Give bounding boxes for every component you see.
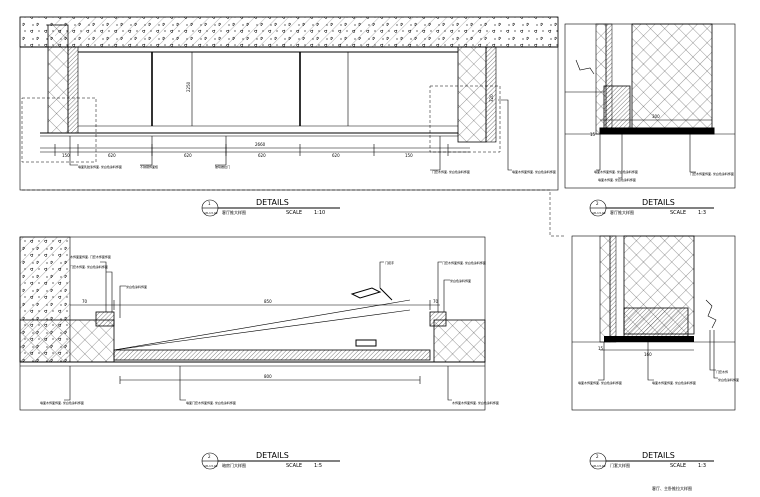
detail-view-1: 150 620 620 620 620 150 2660 2250 320 墙面… <box>19 16 565 237</box>
title1-scale-label: SCALE <box>286 210 302 216</box>
view2-note-0: 墙面木饰面饰面, 米白色涂料饰面 <box>594 169 638 174</box>
view1-ceiling-hatch <box>55 17 490 47</box>
title4-scale-label: SCALE <box>670 463 686 469</box>
view1-left-jamb <box>47 24 69 134</box>
title1-sheet: A8-13.02 <box>204 211 218 215</box>
view2-dim-width: 300 <box>652 114 660 119</box>
detail-view-3: 70 850 70 800 木饰面面饰面, 门套木饰面饰面 门套木饰面, 米白色… <box>19 236 499 411</box>
view1-note-1: 不锈钢饰面框 <box>140 164 158 169</box>
footer-note: 客厅、主卧推拉大样图 <box>652 485 692 491</box>
view1-note-3: 门套木饰面, 米白色涂料饰面 <box>432 169 470 174</box>
title3-scale: 1:5 <box>314 463 322 469</box>
view2-dim-side: 15 <box>590 132 596 137</box>
title2-name: 客厅推大样图 <box>610 209 634 215</box>
view3-note-8: 木饰面木饰面饰面, 米白色涂料饰面 <box>452 400 499 405</box>
view3-note-2: 米白色涂料饰面 <box>126 284 147 289</box>
view1-note-0: 墙面乳胶漆饰面, 米白色涂料饰面 <box>78 164 122 169</box>
title-block-4: 2 A8-13.02 DETAILS 门套大样图 SCALE 1:3 <box>589 451 714 470</box>
title2-sheet: A8-13.02 <box>592 211 606 215</box>
title2-heading: DETAILS <box>642 198 675 207</box>
view3-note-6: 墙面木饰面饰面, 米白色涂料饰面 <box>40 400 84 405</box>
view3-note-4: 门套木饰面饰面, 米白色涂料饰面 <box>442 260 486 265</box>
view3-note-0: 木饰面面饰面, 门套木饰面饰面 <box>70 254 111 259</box>
view1-dim-0: 150 <box>62 153 70 158</box>
view4-note-1: 墙面木饰面饰面, 米白色涂料饰面 <box>652 380 696 385</box>
view3-note-3: 门把手 <box>385 260 394 265</box>
view2-note-1: 墙面木饰面, 米白色涂料饰面 <box>598 177 636 182</box>
title-block-2: 2 A8-13.02 DETAILS 客厅推大样图 SCALE 1:3 <box>589 198 714 217</box>
title4-name: 门套大样图 <box>610 462 630 468</box>
view1-dim-2: 620 <box>184 153 192 158</box>
title3-heading: DETAILS <box>256 451 289 460</box>
detail-view-2: 300 15 墙面木饰面饰面, 米白色涂料饰面 墙面木饰面, 米白色涂料饰面 门… <box>564 23 736 189</box>
title4-number: 2 <box>596 454 599 459</box>
view3-dim-right: 70 <box>433 299 439 304</box>
title-block-3: 2 A8-13.02 DETAILS 暗房门大样图 SCALE 1:5 <box>201 451 340 470</box>
view1-dim-overall: 2660 <box>255 142 266 147</box>
view2-panel <box>631 23 713 129</box>
view1-dim-5: 150 <box>405 153 413 158</box>
view4-note-0: 墙面木饰面饰面, 米白色涂料饰面 <box>578 380 622 385</box>
title2-number: 2 <box>596 201 599 206</box>
view4-dim-side: 15 <box>598 346 604 351</box>
view1-dim-1: 620 <box>108 153 116 158</box>
title1-name: 客厅推大样图 <box>222 209 246 215</box>
view1-dim-3: 620 <box>258 153 266 158</box>
title2-scale-label: SCALE <box>670 210 686 216</box>
view3-note-1: 门套木饰面, 米白色涂料饰面 <box>70 264 108 269</box>
title3-scale-label: SCALE <box>286 463 302 469</box>
view4-note-3: 米白色涂料饰面 <box>718 377 739 382</box>
view3-note-7: 墙面门套木饰面饰面, 米白色涂料饰面 <box>186 400 236 405</box>
view1-dim-height: 2250 <box>186 81 191 92</box>
title4-scale: 1:3 <box>698 463 706 469</box>
title3-name: 暗房门大样图 <box>222 462 246 468</box>
view3-dim-bottom: 800 <box>264 374 272 379</box>
title1-scale: 1:10 <box>314 210 325 216</box>
title-block-1: 1 A8-13.02 DETAILS 客厅推大样图 SCALE 1:10 <box>201 198 340 217</box>
view1-dim-right: 320 <box>489 94 494 102</box>
view3-note-5: 米白色涂料饰面 <box>450 278 471 283</box>
view1-note-4: 墙面木饰面饰面, 米白色涂料饰面 <box>512 169 556 174</box>
title4-heading: DETAILS <box>642 451 675 460</box>
view3-dim-left: 70 <box>82 299 88 304</box>
detail-view-4: 160 15 墙面木饰面饰面, 米白色涂料饰面 墙面木饰面饰面, 米白色涂料饰面… <box>571 235 739 411</box>
view1-dim-4: 620 <box>332 153 340 158</box>
view1-right-jamb <box>457 46 487 143</box>
title1-number: 1 <box>208 201 211 206</box>
title3-sheet: A8-13.02 <box>204 464 218 468</box>
view3-door-leaf <box>113 349 431 361</box>
view1-note-2: 玻璃推拉门 <box>215 164 230 169</box>
title1-heading: DETAILS <box>256 198 289 207</box>
title3-number: 2 <box>208 454 211 459</box>
view4-note-2: 门套木饰 <box>716 369 728 374</box>
title4-sheet: A8-13.02 <box>592 464 606 468</box>
view2-note-2: 门套木饰面饰面, 米白色涂料饰面 <box>690 171 734 176</box>
view3-dim-top: 850 <box>264 299 272 304</box>
title2-scale: 1:3 <box>698 210 706 216</box>
